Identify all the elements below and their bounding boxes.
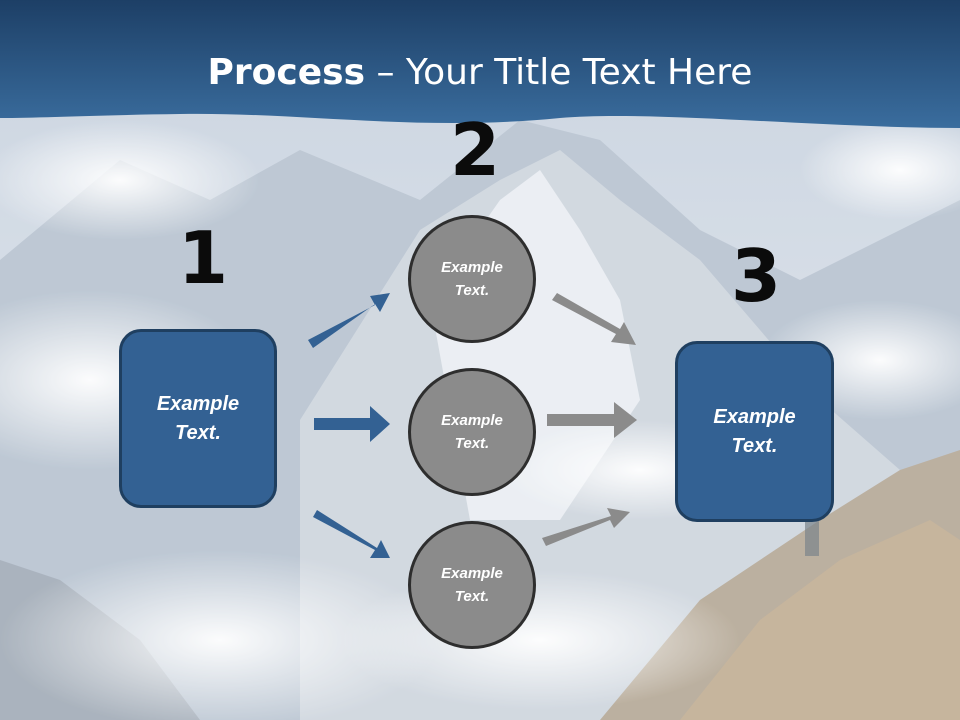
step-2-circle-2: Example Text. [408,368,536,496]
step-3-text: Example Text. [713,405,796,457]
step-1-text: Example Text. [156,392,240,444]
step-1-box: Example Text. [119,329,277,508]
step-2-circle-1: Example Text. [408,215,536,343]
step-number-2: 2 [450,108,501,192]
title-bold: Process [207,52,366,93]
arrow-blue-up [308,293,390,348]
step-2-circle-3: Example Text. [408,521,536,649]
step-number-3: 3 [731,234,782,318]
step-number-1: 1 [178,216,229,300]
step-2-circle-1-text: Example Text. [441,259,503,299]
step-3-box: Example Text. [675,341,834,522]
arrow-blue-down [313,510,390,558]
step-2-circle-3-text: Example Text. [441,565,503,605]
arrow-blue-right [314,406,390,442]
slide-title: Process – Your Title Text Here [0,52,960,93]
title-rest: – Your Title Text Here [365,52,753,93]
step-2-circle-2-text: Example Text. [441,412,503,452]
arrow-gray-down [552,293,636,345]
arrow-gray-right [547,402,637,438]
arrow-gray-up [542,508,630,546]
